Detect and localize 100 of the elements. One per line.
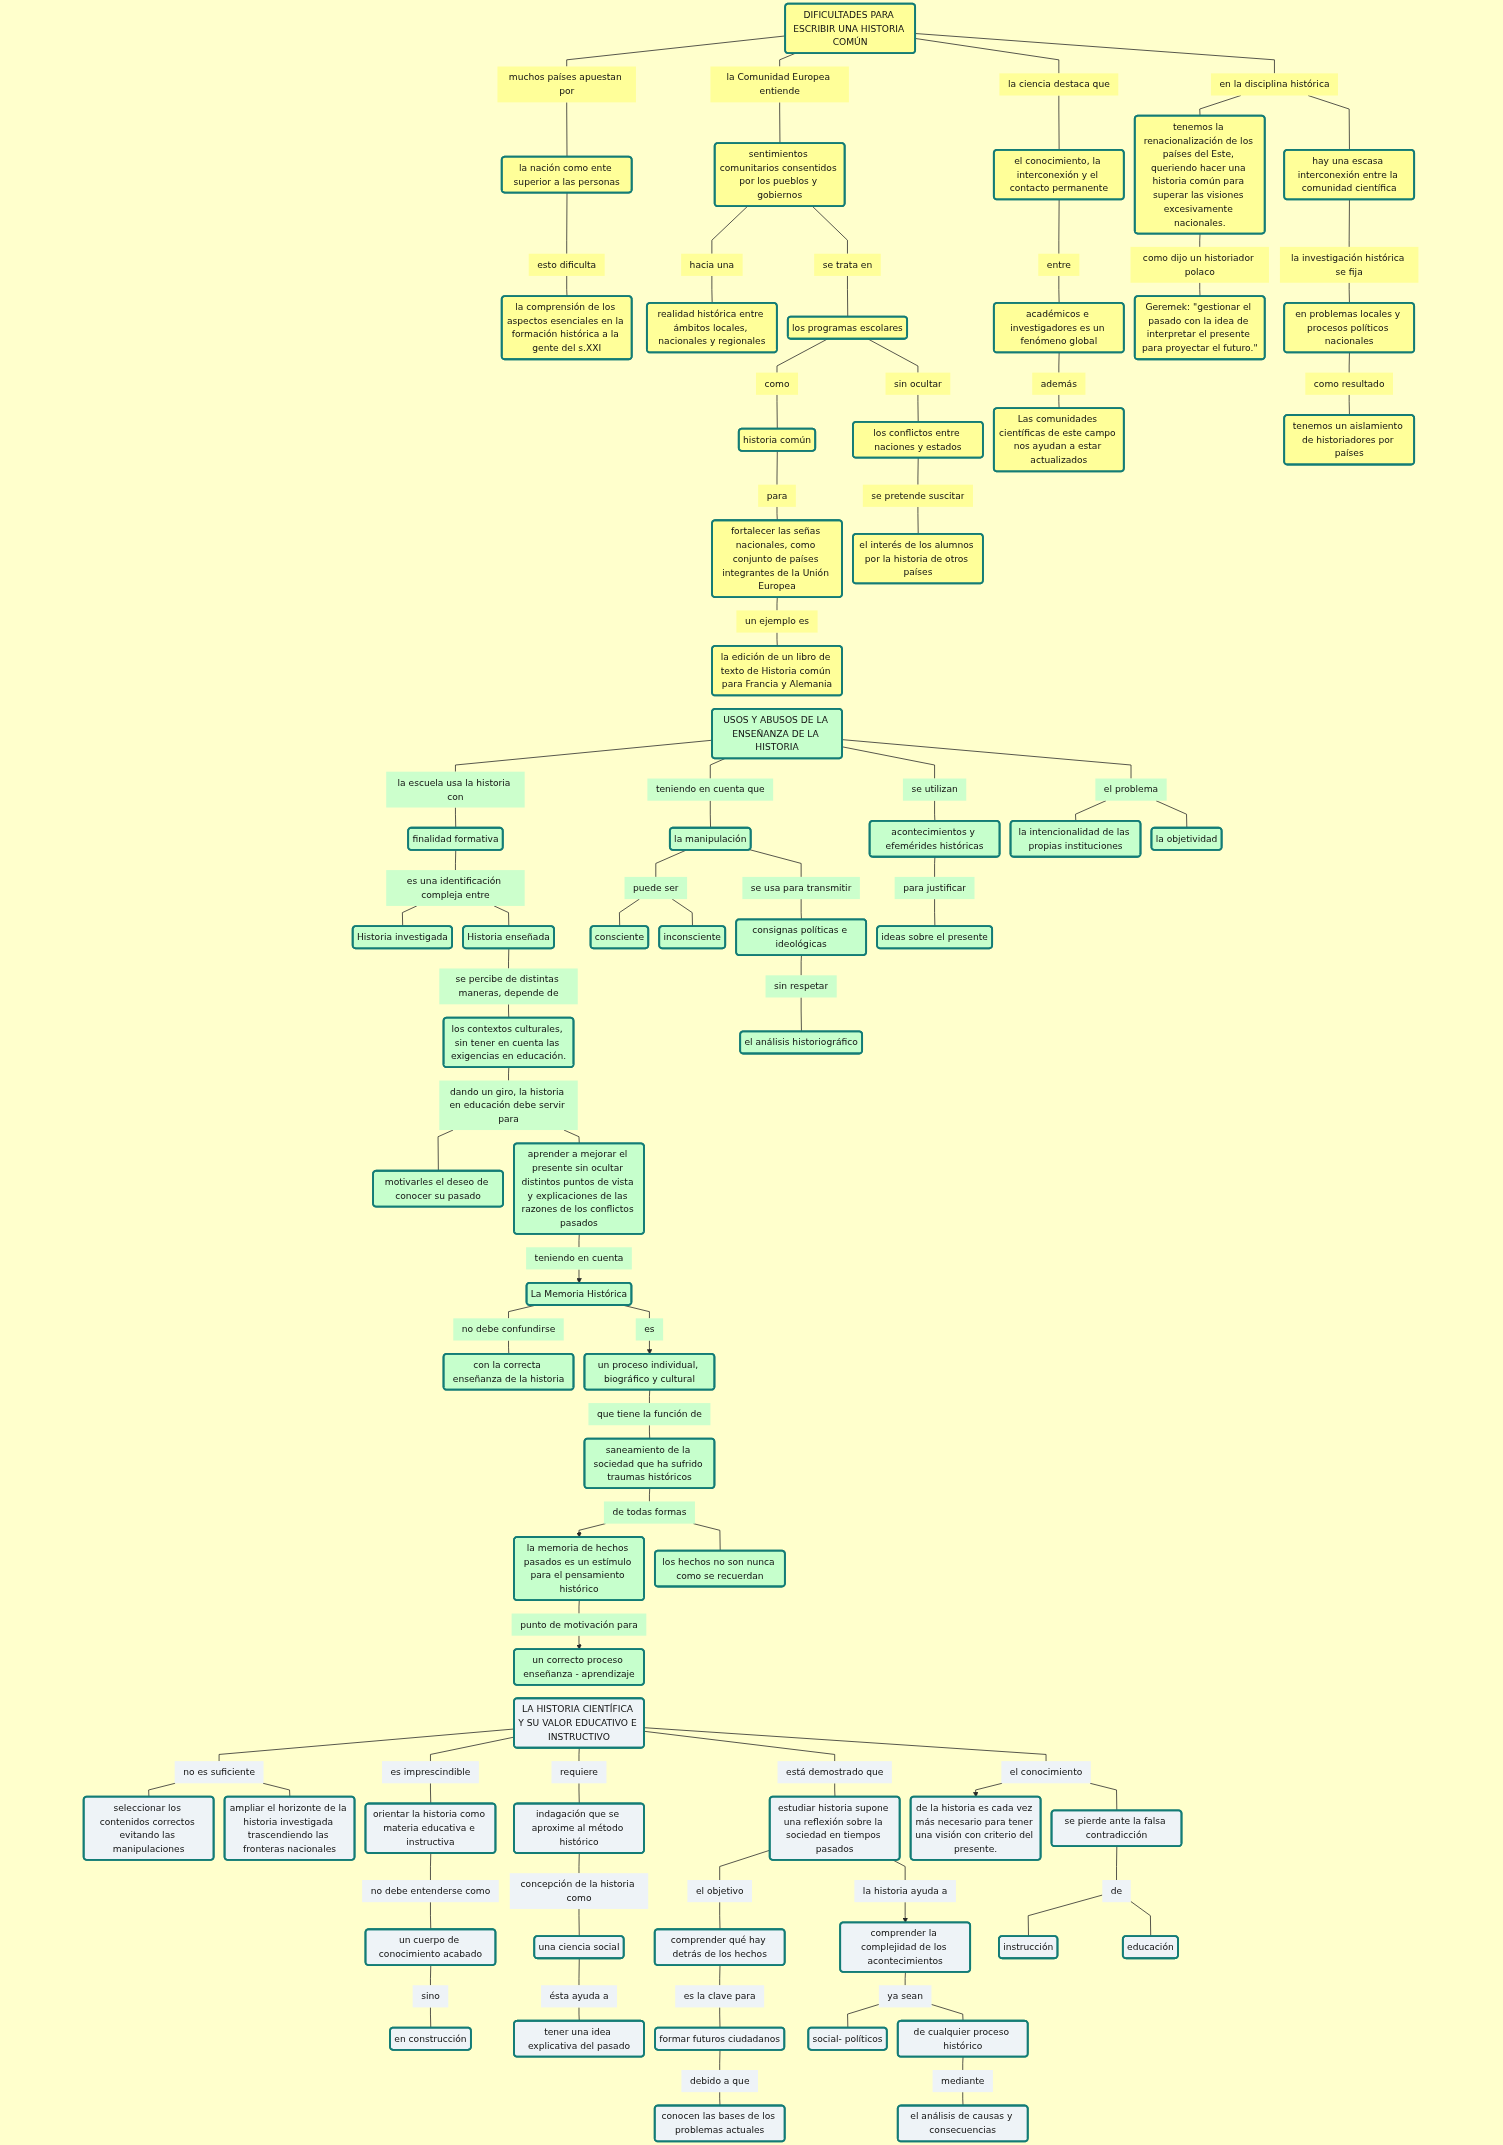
connector [710,800,712,829]
connector [579,1233,581,1248]
connector [719,2049,721,2071]
node-box: es imprescindible [382,1761,480,1784]
node-box: se utilizan [903,778,967,801]
connector [1058,352,1060,374]
node-box: está demostrado que [778,1761,893,1784]
connector [649,1389,651,1404]
node-box: teniendo en cuenta [526,1247,633,1270]
connector [934,800,936,822]
node-box: de [1102,1880,1132,1903]
node-box: la investigación histórica se fija [1280,246,1419,283]
connector [777,394,779,430]
connector [711,206,749,255]
connector [438,1129,454,1172]
connector [508,1340,510,1355]
node-box: requiere [551,1761,607,1784]
connector [777,450,779,486]
node-box: sin respetar [766,975,838,998]
connector [918,457,920,486]
connector [430,1964,432,1986]
connector [1058,199,1060,255]
connector [842,746,936,779]
node-box: que tiene la función de [588,1403,711,1426]
node-box: ésta ayuda a [541,1985,618,2008]
connector [915,33,1276,74]
connector [508,948,510,969]
connector [801,955,803,976]
node-box: se trata en [814,253,882,276]
connector [834,1782,836,1798]
node-box: punto de motivación para [512,1613,647,1636]
connector [934,856,936,878]
node-box: sin ocultar [886,372,951,395]
connector [842,739,1132,779]
connector [801,898,803,920]
node-box: hacia una [681,253,744,276]
connector [1116,1846,1118,1881]
node-box: mediante [933,2070,994,2093]
connector [1349,352,1351,374]
connector [579,1852,581,1874]
connector [847,2004,880,2029]
connector [430,1901,432,1930]
node-box: un ejemplo es [736,610,819,633]
connector [777,338,829,374]
node-box: el objetivo [687,1880,753,1903]
connector [719,1901,721,1930]
node-box: además [1032,372,1086,395]
node-box: es la clave para [675,1985,765,2008]
connector [719,1849,771,1881]
connector [1349,199,1351,248]
connector [915,38,1060,74]
connector [1199,95,1242,117]
connector [623,1304,651,1319]
connector [649,1424,651,1440]
node-box: teniendo en cuenta que [647,778,774,801]
connector [148,1782,176,1798]
connector [934,898,936,927]
node-box: para [758,484,797,507]
node-box: entre [1038,253,1080,276]
connector [1075,800,1107,822]
connector [579,1747,581,1762]
connector [579,1600,581,1614]
node-box: debido a que [681,2070,759,2093]
node-box: sino [413,1985,449,2008]
connector [719,2007,721,2029]
connector [962,2056,964,2071]
connector [1349,394,1351,416]
connector [644,1730,836,1762]
connector [566,101,568,158]
connector [1028,1894,1104,1937]
node-box: se usa para transmitir [742,876,861,900]
node-box: es [636,1318,664,1341]
connector [430,1782,432,1805]
node-box: la Comunidad Europea entiende [710,66,850,103]
node-box: como resultado [1305,372,1394,395]
node-box: puede ser [625,876,688,900]
connector [1130,1901,1152,1937]
connector [579,1958,581,1986]
node-box: la escuela usa la historia con [386,771,526,808]
connector [430,2007,432,2029]
node-box: muchos países apuestan por [497,66,637,103]
connector [1156,800,1188,829]
connector [812,206,849,255]
connector [931,2004,964,2022]
connector [619,898,641,927]
node-box: esto dificulta [529,253,606,276]
node-box: no debe entenderse como [362,1880,500,1903]
node-box: dando un giro, la historia en educación debe servir para [439,1080,579,1131]
node-box: no debe confundirse [453,1318,565,1341]
node-box: se pretende suscitar [863,484,974,507]
connector [263,1782,291,1798]
node-box: de todas formas [604,1501,696,1524]
node-box: la historia ayuda a [854,1880,957,1903]
node-box: se percibe de distintas maneras, depende de [439,968,579,1005]
connector [644,1727,1047,1762]
node-box: como [756,372,799,395]
connector [672,898,694,927]
connector [566,192,568,255]
connector [649,1488,651,1502]
node-box: es una identificación compleja entre [386,870,526,906]
